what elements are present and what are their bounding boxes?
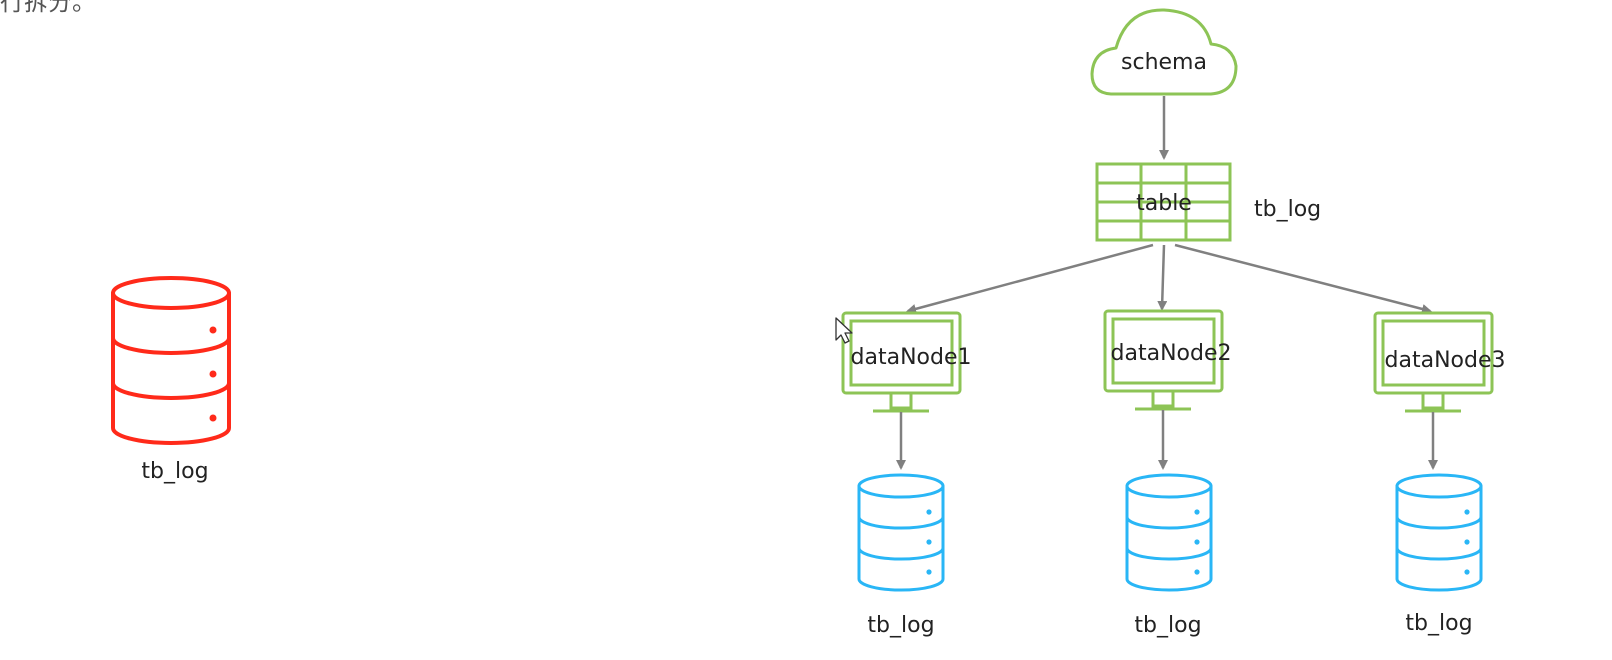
target-db-1-label: tb_log <box>867 613 934 638</box>
table-grid-icon <box>1095 162 1232 242</box>
table-label: table <box>1136 191 1192 216</box>
data-node-3-label: dataNode3 <box>1385 348 1506 373</box>
target-database-3-icon <box>1395 473 1483 592</box>
data-node-2-monitor-icon <box>1103 309 1224 411</box>
data-node-1-label: dataNode1 <box>851 345 972 370</box>
target-database-1-icon <box>857 473 945 592</box>
arrow-table-to-node2 <box>1157 244 1168 311</box>
table-side-label: tb_log <box>1254 197 1321 222</box>
top-text: 行拆分。 <box>0 0 96 16</box>
data-node-1-monitor-icon <box>841 311 962 413</box>
schema-label: schema <box>1121 50 1207 75</box>
target-db-3-label: tb_log <box>1405 611 1472 636</box>
target-database-2-icon <box>1125 473 1213 592</box>
data-node-3-monitor-icon <box>1373 311 1494 413</box>
source-db-label: tb_log <box>141 459 208 484</box>
source-database-icon <box>111 276 231 445</box>
data-node-2-label: dataNode2 <box>1111 341 1232 366</box>
schema-cloud-icon <box>1090 8 1238 96</box>
arrow-table-to-node3 <box>1174 243 1432 314</box>
arrow-table-to-node1 <box>906 243 1154 314</box>
mouse-cursor-icon <box>835 317 853 344</box>
target-db-2-label: tb_log <box>1134 613 1201 638</box>
